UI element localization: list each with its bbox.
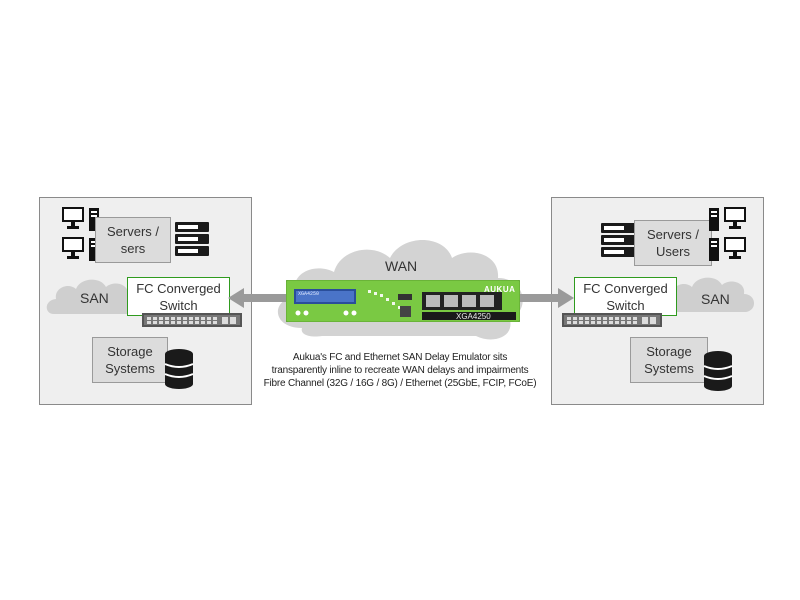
right-storage-label-line2: Systems: [644, 361, 694, 376]
right-san-label: SAN: [701, 291, 730, 307]
left-database-icon: [164, 349, 194, 389]
right-link-arrow: [516, 288, 574, 308]
left-switch-label-line1: FC Converged: [136, 280, 221, 296]
right-servers-label-line1: Servers /: [646, 227, 699, 242]
emulator-screen-text: XGA4250: [298, 291, 320, 297]
left-switch-label-line2: Switch: [159, 297, 198, 313]
right-san-cloud: [662, 277, 755, 312]
right-servers-label-line2: Users: [656, 244, 690, 259]
emulator-appliance: [286, 280, 520, 322]
left-storage-label-box: Storage Systems: [92, 337, 168, 383]
right-storage-label-line1: Storage: [646, 344, 692, 359]
right-server-rack-icon: [601, 223, 635, 257]
right-computer-icon: [709, 237, 746, 261]
left-servers-label-line1: Servers /: [106, 224, 159, 239]
diagram-caption: Aukua's FC and Ethernet SAN Delay Emulat…: [230, 351, 570, 390]
left-san-cloud: [46, 279, 139, 314]
caption-line-1: Aukua's FC and Ethernet SAN Delay Emulat…: [292, 352, 508, 363]
left-switch-device-icon: [142, 313, 242, 327]
right-switch-label-line1: FC Converged: [583, 280, 668, 296]
wan-label: WAN: [385, 258, 418, 274]
caption-line-3: Fibre Channel (32G / 16G / 8G) / Etherne…: [263, 378, 537, 389]
right-servers-label-box: Servers / Users: [634, 220, 712, 266]
left-san-label: SAN: [80, 290, 109, 306]
left-computer-icon: [62, 207, 99, 231]
left-storage-label-line2: Systems: [105, 361, 155, 376]
caption-line-2: transparently inline to recreate WAN del…: [271, 365, 529, 376]
left-server-rack-icon: [175, 222, 209, 256]
left-computer-icon: [62, 237, 99, 261]
right-switch-label-line2: Switch: [606, 297, 645, 313]
left-link-arrow: [228, 288, 292, 308]
right-switch-device-icon: [562, 313, 662, 327]
left-servers-label-box: Servers / sers: [95, 217, 171, 263]
left-fc-switch-box: FC Converged Switch: [127, 277, 230, 316]
right-fc-switch-box: FC Converged Switch: [574, 277, 677, 316]
left-storage-label-line1: Storage: [107, 344, 153, 359]
left-servers-label-line2: sers: [120, 241, 146, 256]
emulator-brand-logo: AUKUA: [484, 285, 516, 294]
right-storage-label-box: Storage Systems: [630, 337, 708, 383]
right-computer-icon: [709, 207, 746, 231]
right-database-icon: [703, 351, 733, 391]
emulator-model-label: XGA4250: [456, 312, 491, 321]
